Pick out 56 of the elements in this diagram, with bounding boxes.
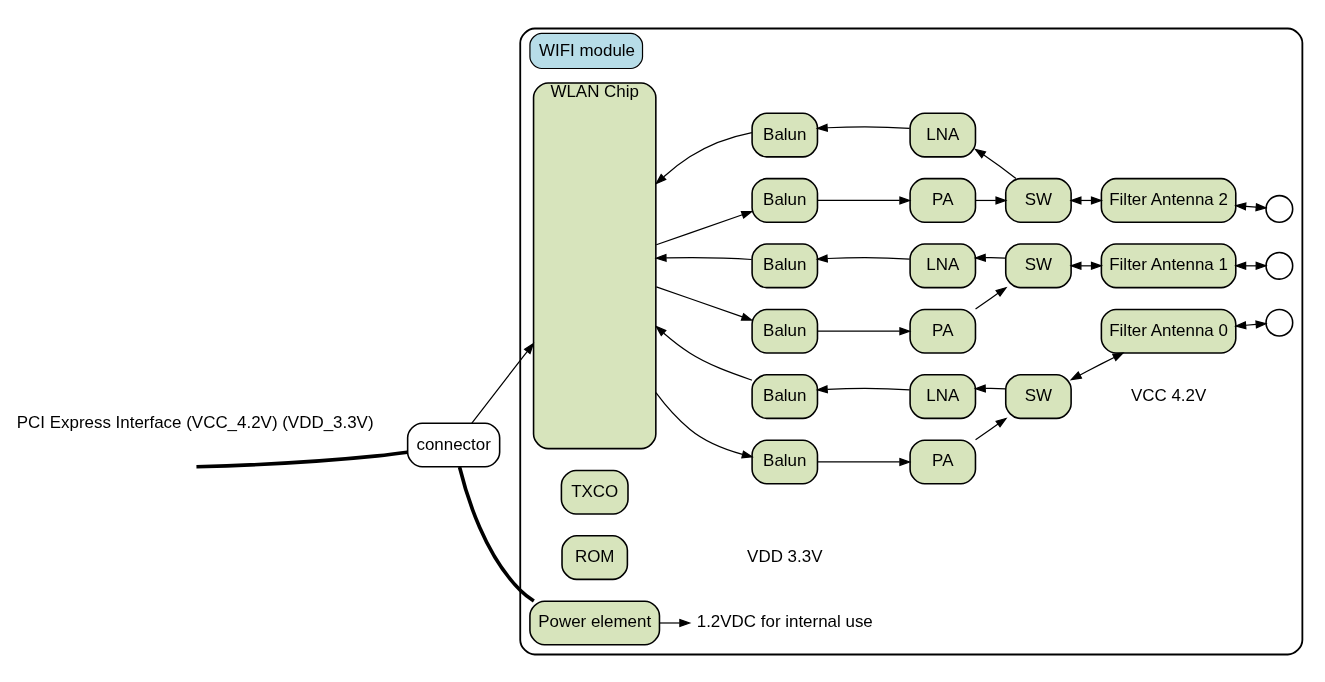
node-box: PA [909, 177, 977, 223]
node-box: Filter Antenna 2 [1100, 177, 1237, 223]
arrow [974, 286, 1008, 310]
node-box: TXCO [560, 469, 629, 515]
node-box: Power element [529, 599, 661, 646]
arrow [1069, 351, 1125, 380]
node-box: Filter Antenna 0 [1100, 308, 1237, 354]
node-box: Balun [751, 373, 819, 419]
arrow [816, 457, 912, 466]
arrow [973, 252, 1007, 262]
node-box: Balun [751, 242, 819, 288]
label: VCC 4.2V [1130, 385, 1207, 405]
arrow [974, 195, 1008, 205]
arrow [471, 341, 535, 424]
node-box: WLAN Chip [532, 81, 657, 449]
node-box: connector [406, 421, 501, 468]
label: VDD 3.3V [747, 546, 823, 566]
node-circle [1265, 251, 1294, 280]
arrow [815, 253, 911, 263]
arrow [655, 391, 754, 458]
node-box: SW [1004, 177, 1072, 223]
node-box: ROM [561, 534, 629, 580]
arrow [974, 147, 1017, 179]
connector [457, 466, 535, 603]
arrow [816, 326, 912, 335]
node-box: Balun [751, 112, 819, 158]
arrow [973, 383, 1007, 393]
node-box: Balun [751, 177, 819, 223]
arrow [1234, 319, 1268, 329]
node-text: 1.2VDC for internal use [696, 611, 873, 631]
node-circle [1265, 308, 1294, 337]
node-circle [1265, 194, 1294, 223]
node-box: PA [909, 308, 977, 354]
node-box: PA [909, 438, 977, 485]
arrow [1234, 201, 1268, 211]
node-box: SW [1004, 242, 1072, 288]
arrow [654, 131, 753, 185]
arrow [654, 253, 753, 262]
node-box: LNA [909, 242, 977, 288]
arrow [654, 324, 753, 381]
node-box: Balun [751, 308, 819, 354]
node-box: SW [1004, 373, 1072, 419]
arrow [974, 416, 1008, 440]
node-box: LNA [909, 112, 977, 158]
arrow [655, 285, 754, 321]
node-box: Balun [751, 438, 819, 485]
arrow [655, 210, 754, 245]
arrow [816, 195, 912, 205]
connector [196, 449, 408, 469]
arrow [815, 123, 911, 132]
node-box: Filter Antenna 1 [1100, 242, 1237, 288]
arrow [659, 618, 692, 627]
label: PCI Express Interface (VCC_4.2V) (VDD_3.3V) [16, 412, 374, 432]
arrow [1069, 195, 1103, 205]
node-box: LNA [909, 373, 977, 419]
arrow [815, 384, 911, 393]
